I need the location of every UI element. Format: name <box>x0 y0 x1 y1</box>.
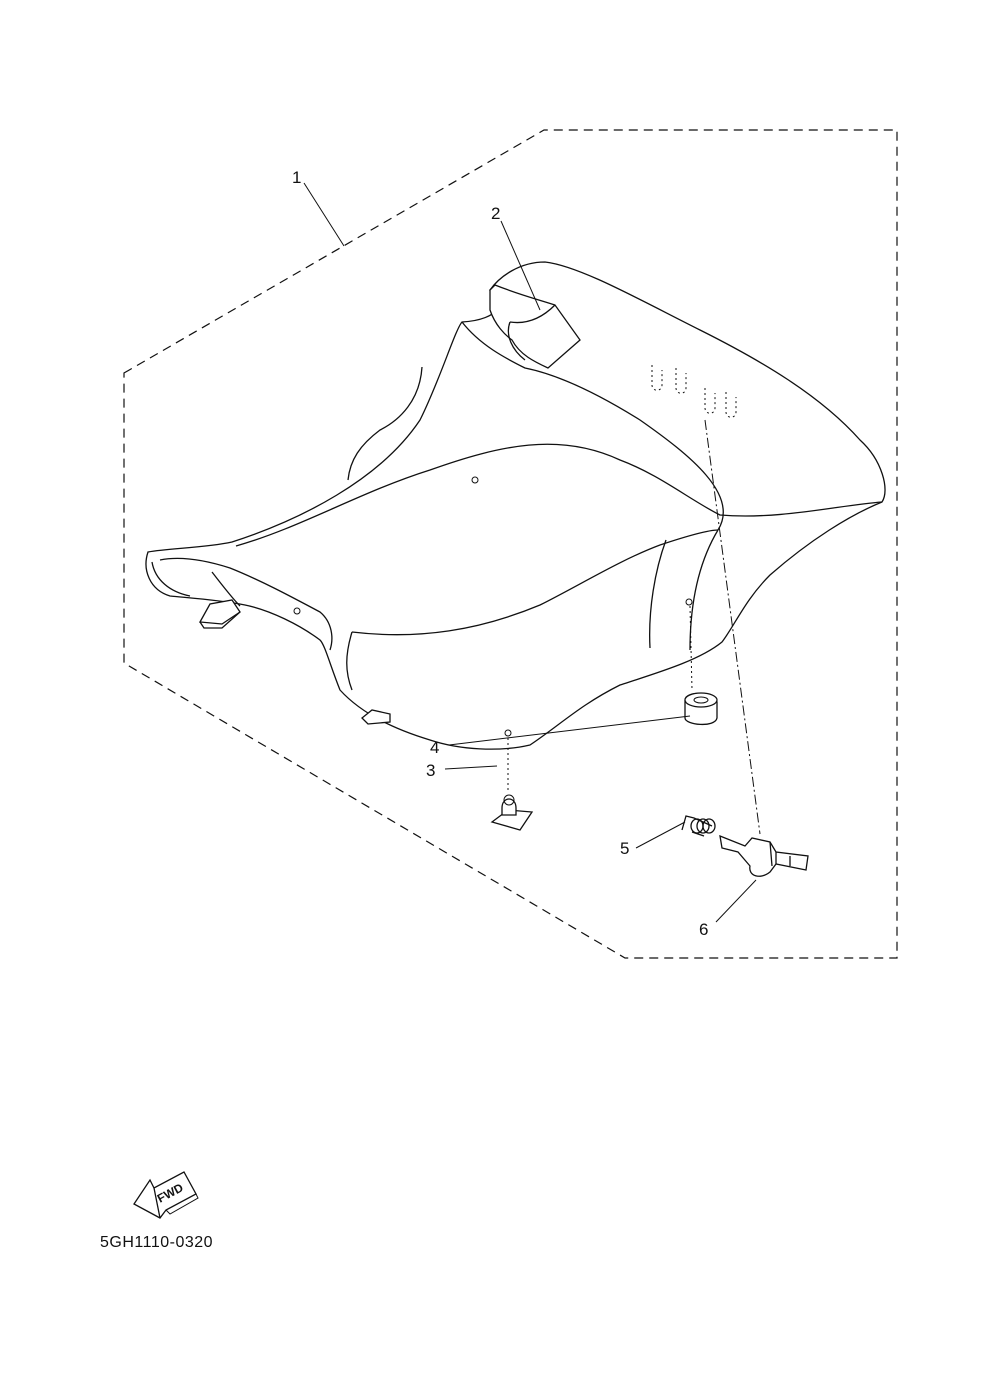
callout-6: 6 <box>699 920 708 939</box>
assembly-boundary <box>123 129 898 959</box>
callout-4: 4 <box>430 738 439 757</box>
seat-bracket <box>490 729 534 831</box>
callout-2: 2 <box>491 204 500 223</box>
fwd-arrow-icon: FWD <box>133 1171 199 1219</box>
drawing-code: 5GH1110-0320 <box>100 1234 213 1251</box>
lock-lever <box>719 834 809 877</box>
seat-body <box>145 261 886 750</box>
alignment-line <box>704 419 761 835</box>
leader-lines <box>303 182 757 923</box>
lock-spring <box>681 815 716 837</box>
seat-damper <box>684 598 718 726</box>
callout-1: 1 <box>292 168 301 187</box>
callout-3: 3 <box>426 761 435 780</box>
callout-5: 5 <box>620 839 629 858</box>
